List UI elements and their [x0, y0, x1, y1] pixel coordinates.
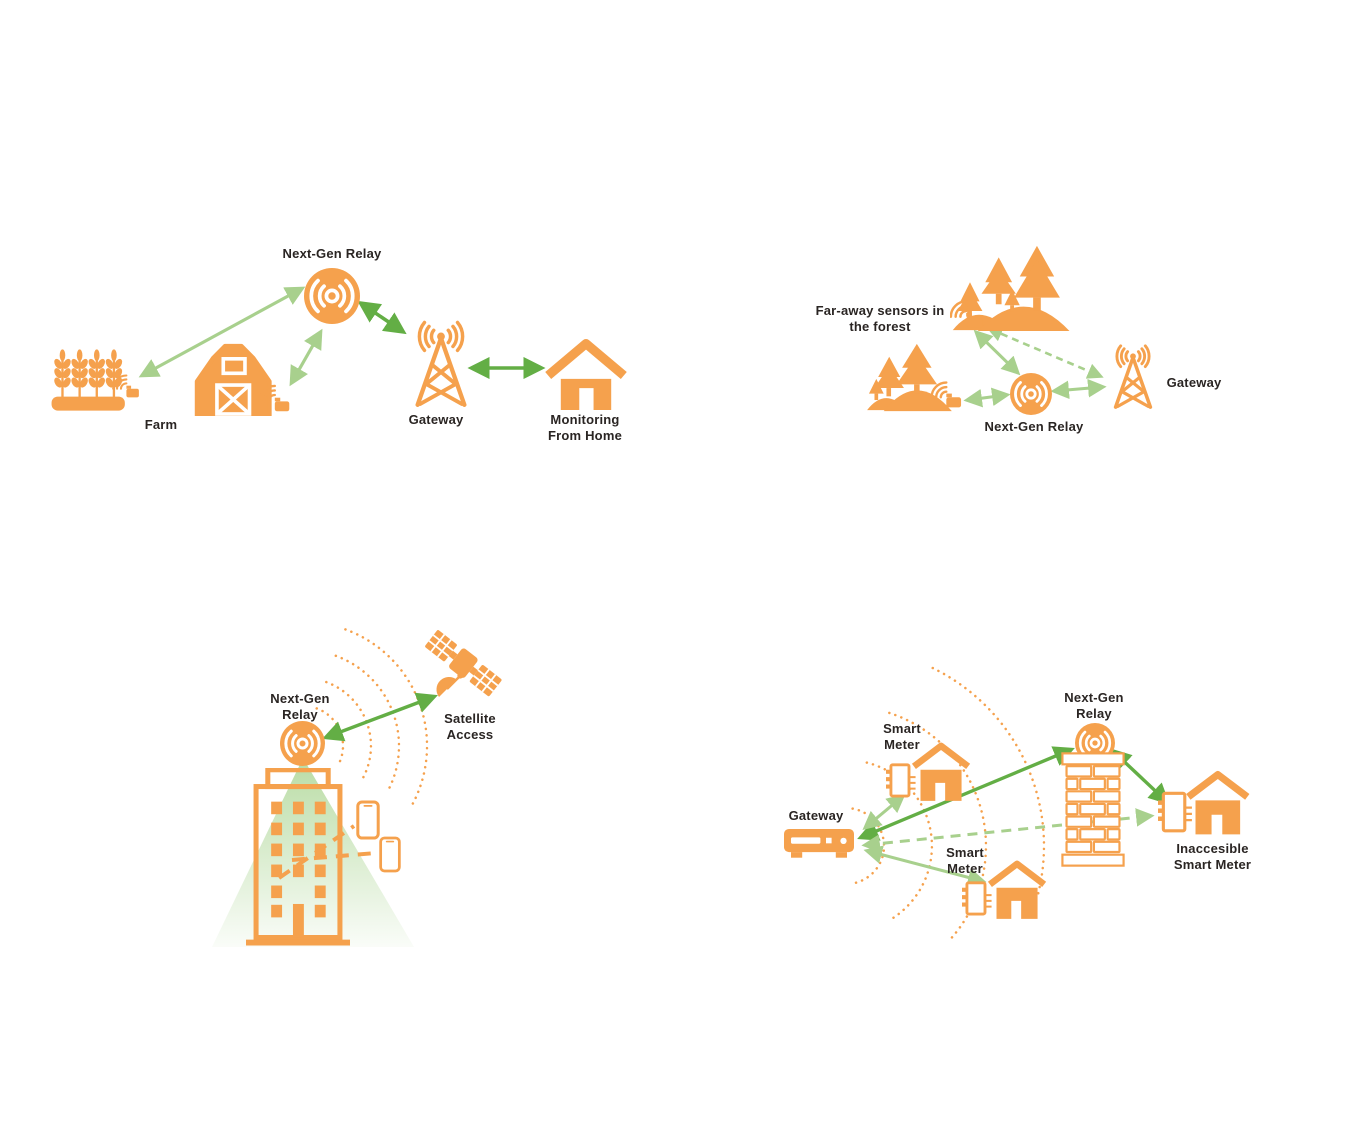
relay-icon [1010, 373, 1052, 415]
wheat-icon [50, 348, 142, 414]
building-icon [246, 768, 350, 946]
gateway-box-icon [784, 824, 854, 862]
relay-icon [304, 268, 360, 324]
relay-label-sm: Next-Gen Relay [1064, 690, 1124, 721]
smart-meter-house-icon [886, 740, 978, 806]
arrow-relay-satellite [322, 692, 438, 742]
relay-label-farm: Next-Gen Relay [282, 246, 382, 261]
phone-icon [379, 836, 401, 873]
arrow-gateway-smartmeter1 [862, 794, 906, 830]
radio-tower-icon [402, 320, 480, 410]
relay-label-forest: Next-Gen Relay [984, 419, 1084, 434]
barn-icon [188, 336, 292, 416]
arrow-gateway-smartmeter2 [863, 845, 987, 887]
relay-label-satellite: Next-Gen Relay [270, 691, 330, 722]
signal-cone [212, 758, 414, 947]
relay-icon [280, 721, 325, 766]
forest-icon-near [862, 342, 968, 412]
satellite-icon [422, 627, 506, 707]
forest-icon-far [950, 244, 1078, 332]
gateway-label-sm: Gateway [788, 808, 844, 823]
arrow-forest1-gateway-dashed [986, 326, 1104, 379]
arrow-forest2-relay [963, 387, 1011, 408]
smart-meter-1-label: Smart Meter [883, 721, 921, 752]
smart-meter-2-label: Smart Meter [946, 845, 984, 876]
radio-tower-icon [1104, 344, 1162, 411]
farm-label: Farm [144, 417, 178, 432]
satellite-access-label: Satellite Access [444, 711, 496, 742]
link-building-phone-2 [291, 851, 377, 862]
monitoring-home-label: Monitoring From Home [547, 412, 623, 443]
arrow-farm-relay [138, 286, 306, 378]
phone-icon [356, 800, 380, 840]
arrow-gateway-inaccessible-dashed [861, 808, 1155, 853]
house-icon [544, 334, 628, 412]
gateway-label-forest: Gateway [1166, 375, 1222, 390]
inaccessible-smart-meter-label: Inaccesible Smart Meter [1173, 841, 1252, 872]
arrow-barn-relay [289, 328, 323, 387]
smart-meter-house-icon [962, 858, 1054, 924]
arrow-relay-gateway-forest [1050, 378, 1107, 400]
arrow-relay-gateway [357, 300, 407, 335]
brick-wall-icon [1061, 752, 1125, 867]
gateway-label-farm: Gateway [408, 412, 464, 427]
forest-sensors-label: Far-away sensors in the forest [815, 303, 945, 334]
arrow-forest1-relay [973, 329, 1021, 376]
smart-meter-house-icon-inaccessible [1158, 768, 1258, 840]
